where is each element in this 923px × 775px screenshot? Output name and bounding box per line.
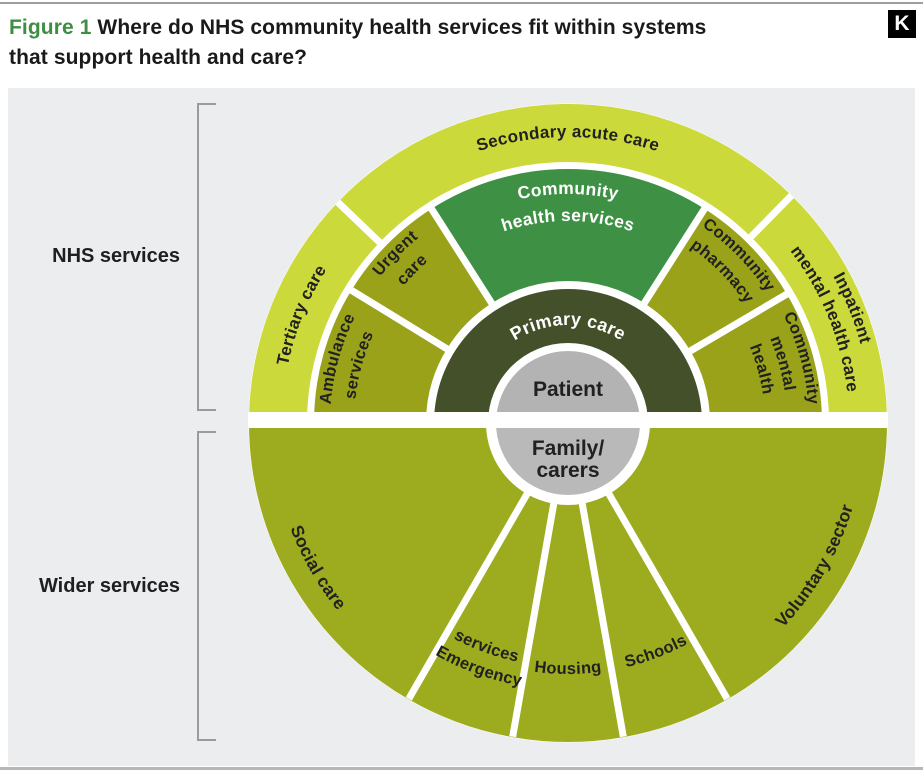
segment-gap-line <box>335 199 384 247</box>
segment-inpatient-mental-health-care <box>750 195 887 423</box>
segment-gap-line <box>602 487 731 701</box>
segment-social-care <box>249 423 527 700</box>
segment-tertiary-care <box>249 202 380 423</box>
segment-community-pharmacy <box>644 208 787 351</box>
figure-title-line2: that support health and care? <box>9 46 308 69</box>
figure-number: Figure 1 <box>9 16 92 39</box>
segment-community-mental-health <box>690 294 822 423</box>
segment-gap-line <box>577 497 627 738</box>
kings-fund-logo-letter: K <box>894 12 910 35</box>
label-housing: Housing <box>534 658 603 678</box>
segment-patient <box>496 351 640 423</box>
segment-schools <box>582 494 728 738</box>
kings-fund-logo: K <box>888 10 916 38</box>
segment-gap-line <box>347 286 451 353</box>
segment-urgent-care <box>351 208 492 349</box>
wider-services-label: Wider services <box>38 575 180 597</box>
segment-housing <box>512 503 624 742</box>
label-family-carers: Family/ <box>532 437 605 460</box>
equator-band <box>248 412 888 428</box>
segment-gap-line <box>640 205 709 307</box>
wider-services-bracket <box>197 431 216 741</box>
segment-gap-line <box>405 487 534 701</box>
segment-gap-line <box>509 497 559 738</box>
segment-community-health-services <box>431 169 705 304</box>
segment-gap-line <box>427 205 496 307</box>
segment-ambulance-services <box>314 290 447 423</box>
bottom-divider <box>0 767 923 770</box>
top-divider <box>0 2 923 4</box>
nhs-services-label: NHS services <box>52 245 180 267</box>
segment-gap-line <box>747 193 795 241</box>
figure-panel: NHS services Wider services Secondary ac… <box>8 88 915 766</box>
segment-gap-line <box>686 290 791 355</box>
segment-emergency-services <box>408 494 554 738</box>
figure-title-line1: Where do NHS community health services f… <box>97 16 707 39</box>
segment-secondary-acute-care <box>337 104 792 243</box>
segment-voluntary-sector <box>609 423 887 700</box>
nhs-services-bracket <box>197 103 216 411</box>
figure-title: Figure 1 Where do NHS community health s… <box>9 13 829 73</box>
label-patient: Patient <box>533 378 603 401</box>
segment-family-carers <box>496 423 640 495</box>
segment-primary-care <box>434 289 702 423</box>
label-family-carers: carers <box>536 459 599 482</box>
